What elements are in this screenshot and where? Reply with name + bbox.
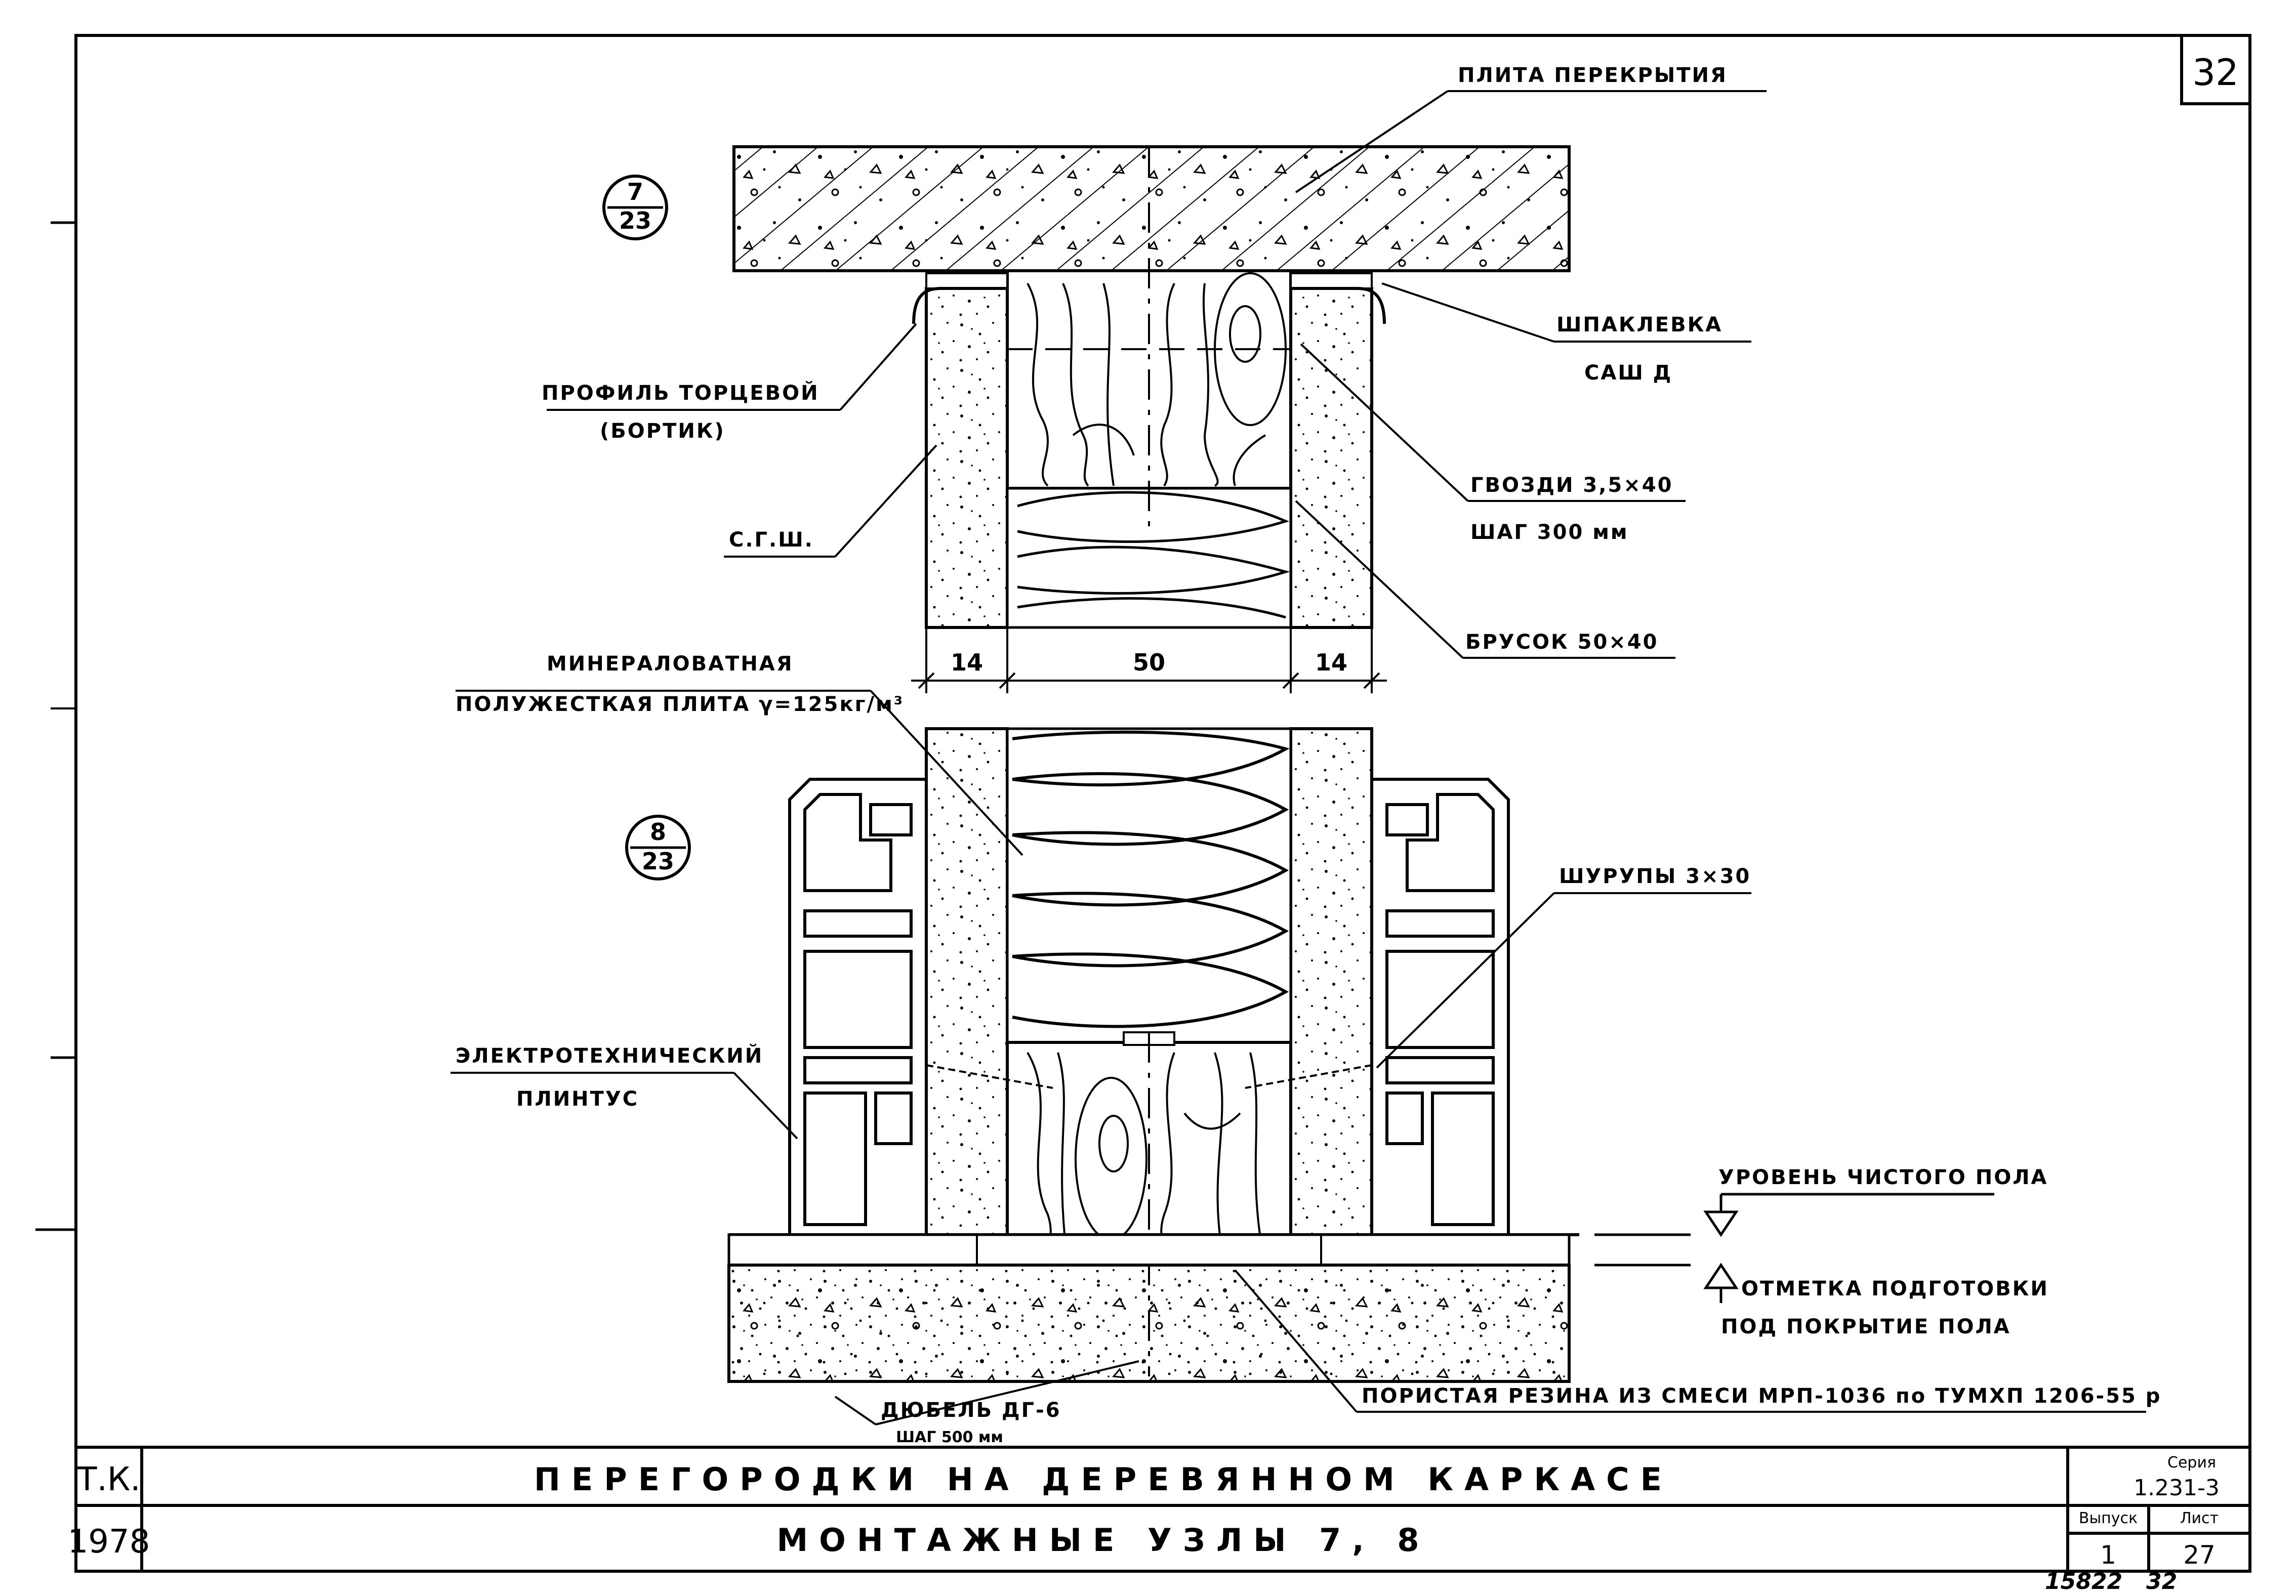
label-dowel-1: ДЮБЕЛЬ ДГ-6	[881, 1399, 1061, 1422]
node-marker-7-bottom: 23	[619, 207, 651, 234]
dimension-line	[911, 627, 1387, 693]
label-screws: ШУРУПЫ 3×30	[1559, 865, 1751, 888]
floor	[727, 1233, 1579, 1383]
archive-number: 15822	[2045, 1569, 2122, 1594]
label-mineral-2: ПОЛУЖЕСТКАЯ ПЛИТА γ=125кг/м³	[456, 693, 904, 716]
level-marks	[1594, 1193, 1994, 1303]
label-mineral-1: МИНЕРАЛОВАТНАЯ	[547, 652, 794, 676]
label-bar: БРУСОК 50×40	[1465, 631, 1658, 654]
baseboard-right	[1370, 778, 1510, 1236]
title-block	[76, 1446, 2250, 1571]
node-marker-8-bottom: 23	[642, 848, 674, 875]
label-floor-level: УРОВЕНЬ ЧИСТОГО ПОЛА	[1718, 1166, 2048, 1189]
dim-right: 14	[1315, 649, 1347, 676]
screws	[926, 1064, 1372, 1089]
archive-page: 32	[2146, 1569, 2177, 1594]
wood-grain-upper	[1027, 272, 1287, 487]
dim-left: 14	[951, 649, 983, 676]
stamp-year: 1978	[68, 1523, 150, 1561]
issue-value: 1	[2100, 1540, 2116, 1570]
node-marker-8-top: 8	[650, 818, 666, 846]
sheet-subtitle: МОНТАЖНЫЕ УЗЛЫ 7, 8	[776, 1522, 1430, 1559]
node-marker-7: 7 23	[602, 175, 668, 240]
label-sash: САШ Д	[1584, 361, 1672, 385]
dim-middle: 50	[1133, 649, 1165, 676]
node-marker-8: 8 23	[625, 815, 691, 880]
page-number: 32	[2192, 51, 2239, 94]
label-dowel-2: ШАГ 500 мм	[896, 1429, 1003, 1446]
label-prep-mark-1: ОТМЕТКА ПОДГОТОВКИ	[1741, 1277, 2049, 1300]
label-end-profile-2: (БОРТИК)	[600, 419, 725, 443]
baseboard-left	[788, 778, 928, 1236]
label-slab: ПЛИТА ПЕРЕКРЫТИЯ	[1458, 64, 1728, 87]
label-baseboard-2: ПЛИНТУС	[516, 1087, 639, 1111]
leader-lines	[450, 90, 2146, 1425]
series-value: 1.231-3	[2134, 1475, 2220, 1501]
sheet-label: Лист	[2180, 1509, 2219, 1527]
label-putty: ШПАКЛЕВКА	[1556, 313, 1723, 337]
sheet-value: 27	[2183, 1540, 2216, 1570]
label-end-profile-1: ПРОФИЛЬ ТОРЦЕВОЙ	[542, 381, 819, 405]
series-label: Серия	[2167, 1454, 2216, 1472]
page-number-box: 32	[2180, 34, 2251, 105]
label-prep-mark-2: ПОД ПОКРЫТИЕ ПОЛА	[1721, 1315, 2011, 1338]
label-baseboard-1: ЭЛЕКТРОТЕХНИЧЕСКИЙ	[456, 1043, 763, 1068]
node-marker-7-top: 7	[627, 178, 643, 205]
sheet-title: ПЕРЕГОРОДКИ НА ДЕРЕВЯННОМ КАРКАСЕ	[534, 1461, 1673, 1498]
stamp-org: Т.К.	[76, 1461, 140, 1498]
label-nails-2: ШАГ 300 мм	[1470, 521, 1629, 544]
sheet-frame	[35, 34, 2251, 1573]
issue-label: Выпуск	[2079, 1509, 2138, 1527]
slab	[732, 145, 1571, 272]
label-rubber: ПОРИСТАЯ РЕЗИНА ИЗ СМЕСИ МРП-1036 по ТУМ…	[1362, 1384, 2161, 1408]
label-nails-1: ГВОЗДИ 3,5×40	[1470, 474, 1673, 497]
mineral-wool-lower	[1012, 730, 1290, 1028]
label-gypsum: С.Г.Ш.	[729, 528, 814, 552]
